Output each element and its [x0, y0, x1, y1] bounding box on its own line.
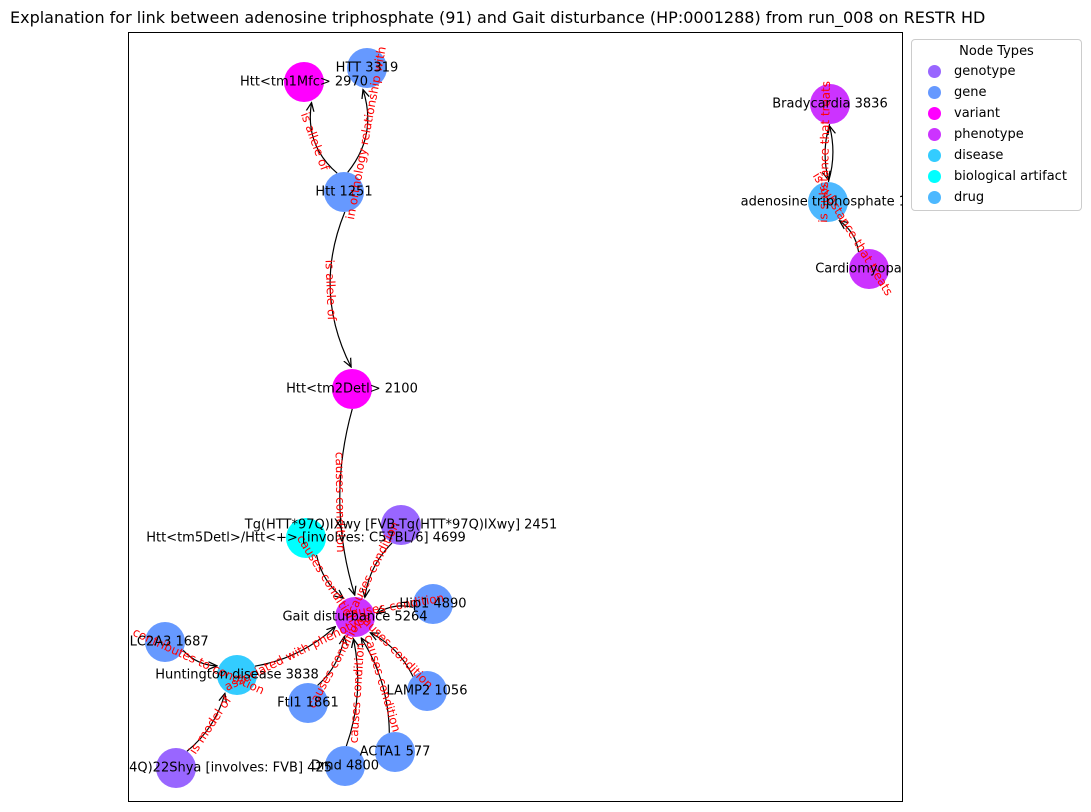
- legend-items: genotype gene variant phenotype disease biolo…: [920, 61, 1073, 208]
- node-httm2[interactable]: [332, 369, 372, 409]
- legend-item-biological-artifact: biological artifact: [920, 166, 1073, 187]
- node-label-lamp2: LAMP2 1056: [387, 684, 468, 699]
- edge-tm5-gait: [315, 554, 344, 598]
- edges-layer: [182, 90, 860, 752]
- node-tm5[interactable]: [286, 518, 326, 558]
- legend-label: gene: [954, 85, 987, 100]
- node-label-slc: SLC2A3 1687: [129, 635, 209, 650]
- legend-swatch: [928, 65, 941, 78]
- node-label-httm1: Htt<tm1Mfc> 2970: [240, 75, 368, 90]
- edge-label: is model of: [186, 693, 234, 757]
- edge-acta1-gait: [361, 638, 390, 733]
- nodes-layer: [145, 48, 889, 788]
- legend-label: drug: [954, 190, 985, 205]
- edge-atp-brady: [828, 126, 833, 183]
- legend-title: Node Types: [959, 44, 1034, 59]
- edge-shya-hd: [186, 693, 225, 752]
- node-hip1[interactable]: [413, 584, 453, 624]
- edge-tg-gait: [365, 542, 393, 597]
- node-acta1[interactable]: [375, 732, 415, 772]
- node-label-hip1: Hip1 4890: [399, 597, 466, 612]
- legend-swatch: [928, 128, 941, 141]
- legend: Node Types genotype gene variant phenotype d…: [911, 39, 1082, 211]
- edge-htt1251-httm1: [310, 103, 338, 174]
- node-hd[interactable]: [217, 655, 257, 695]
- node-tg[interactable]: [381, 505, 421, 545]
- node-htt3319[interactable]: [347, 48, 387, 88]
- edge-httm2-gait: [339, 408, 355, 595]
- node-label-tm5: Htt<tm5Detl>/Htt<+> [involves: C57BL/6] …: [146, 531, 466, 546]
- node-label-hd: Huntington disease 3838: [155, 668, 318, 683]
- edge-label: causes condition: [347, 642, 368, 743]
- legend-item-variant: variant: [920, 103, 1073, 124]
- edge-htt1251-httm2: [329, 211, 351, 367]
- edge-label: is allele of: [322, 259, 338, 321]
- edge-ftl1-gait: [317, 636, 345, 686]
- node-slc[interactable]: [145, 622, 185, 662]
- legend-item-gene: gene: [920, 82, 1073, 103]
- edge-slc-hd: [182, 649, 217, 666]
- node-label-cardio: Cardiomyopathy: [815, 262, 903, 277]
- legend-swatch: [928, 107, 941, 120]
- node-label-dmd: Dmd 4800: [311, 759, 379, 774]
- node-label-acta1: ACTA1 577: [360, 745, 431, 760]
- legend-swatch: [928, 86, 941, 99]
- edge-dmd-gait: [345, 639, 357, 747]
- chart-title: Explanation for link between adenosine t…: [10, 8, 986, 27]
- legend-swatch: [928, 191, 941, 204]
- node-gait[interactable]: [335, 597, 375, 637]
- node-label-ftl1: Ftl1 1861: [277, 696, 339, 711]
- legend-label: genotype: [954, 64, 1016, 79]
- legend-label: variant: [954, 106, 1000, 121]
- node-atp[interactable]: [808, 182, 848, 222]
- node-brady[interactable]: [810, 84, 850, 124]
- node-label-htt1251: Htt 1251: [315, 185, 372, 200]
- node-shya[interactable]: [156, 748, 196, 788]
- legend-item-disease: disease: [920, 145, 1073, 166]
- edge-label: is allele of: [298, 110, 332, 173]
- node-label-atp: adenosine triphosphate 14: [741, 195, 903, 210]
- node-label-gait: Gait disturbance 5264: [282, 610, 427, 625]
- node-label-shya: Htt<tm?(HTT*134Q)22Shya [involves: FVB] …: [129, 761, 332, 776]
- edge-htt1251-htt3319: [347, 90, 368, 173]
- legend-label: phenotype: [954, 127, 1024, 142]
- legend-swatch: [928, 170, 941, 183]
- legend-swatch: [928, 149, 941, 162]
- node-label-htt3319: HTT 3319: [336, 61, 399, 76]
- node-httm1[interactable]: [284, 62, 324, 102]
- legend-item-drug: drug: [920, 187, 1073, 208]
- edge-label: causes condition: [333, 452, 348, 553]
- node-cardio[interactable]: [849, 249, 889, 289]
- node-lamp2[interactable]: [407, 671, 447, 711]
- node-label-httm2: Htt<tm2Detl> 2100: [286, 382, 418, 397]
- node-label-tg: Tg(HTT*97Q)IXwy [FVB-Tg(HTT*97Q)IXwy] 24…: [244, 518, 558, 533]
- edge-label: is substance that treats: [816, 81, 833, 223]
- edge-lamp2-gait: [370, 633, 414, 677]
- node-dmd[interactable]: [325, 746, 365, 786]
- node-htt1251[interactable]: [324, 172, 364, 212]
- legend-label: disease: [954, 148, 1004, 163]
- edge-hd-gait: [254, 627, 335, 667]
- legend-item-phenotype: phenotype: [920, 124, 1073, 145]
- node-ftl1[interactable]: [288, 683, 328, 723]
- legend-label: biological artifact: [954, 169, 1067, 184]
- edge-hip1-gait: [377, 606, 414, 614]
- legend-item-genotype: genotype: [920, 61, 1073, 82]
- node-label-brady: Bradycardia 3836: [772, 97, 887, 112]
- edge-cardio-atp: [839, 221, 860, 253]
